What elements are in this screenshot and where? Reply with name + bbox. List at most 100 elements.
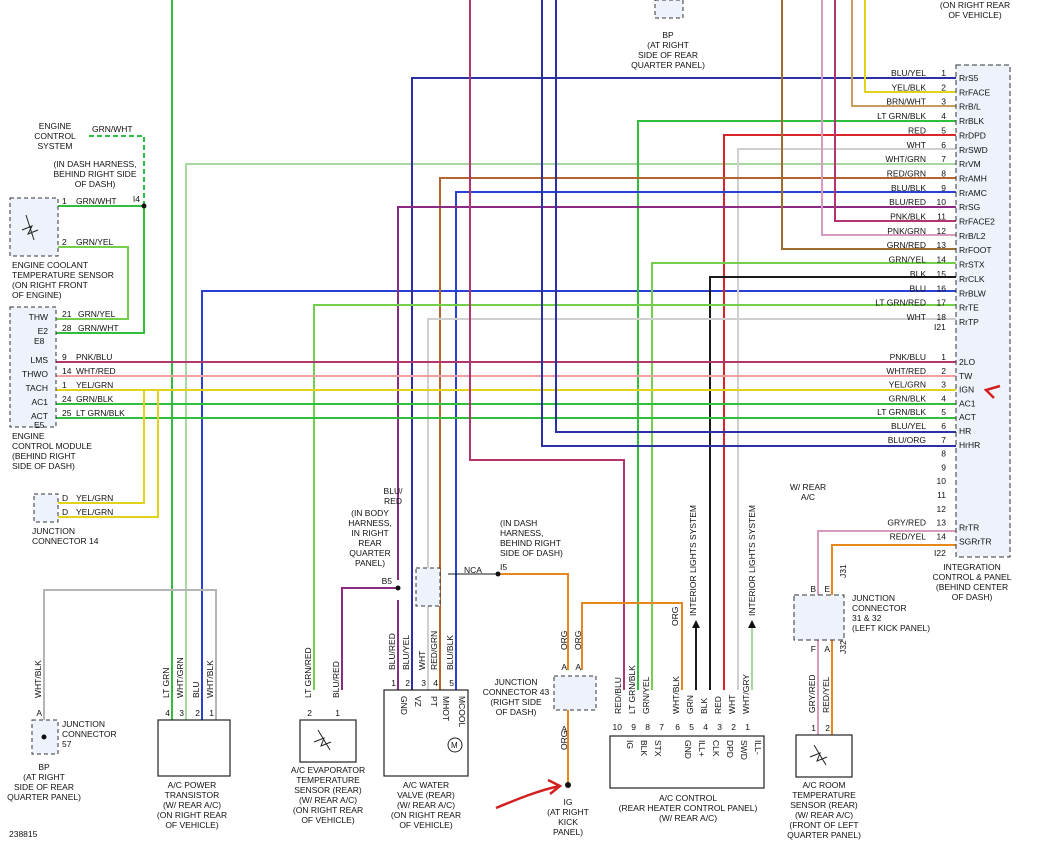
jc3132-label-line-0: JUNCTION <box>852 593 895 603</box>
i21-wire-13: GRN/RED <box>887 240 926 250</box>
i21-pin-2: 2 <box>941 82 946 92</box>
ac-pin-9: 9 <box>631 722 636 732</box>
ac-wire-4: BLK <box>699 698 709 714</box>
room-thermistor-symbol <box>809 744 828 766</box>
pt-pin-4: 4 <box>165 708 170 718</box>
i21-pin-6: 6 <box>941 140 946 150</box>
power-transistor-label-line-3: (ON RIGHT REAR <box>157 810 227 820</box>
wv-term-5: MCOOL <box>457 696 467 727</box>
wv-pin-1: 1 <box>391 678 396 688</box>
i21-pin-1: 1 <box>941 68 946 78</box>
i22-pin-1: 1 <box>941 352 946 362</box>
wire-blk-rrclk <box>709 276 960 690</box>
room-sensor-label-line-3: (W/ REAR A/C) <box>795 810 853 820</box>
i22-wire-13: GRY/RED <box>887 518 926 528</box>
i22-term-6: HR <box>959 426 971 436</box>
room-sensor-label-line-1: TEMPERATURE <box>792 790 856 800</box>
jc14-pin-0: D <box>62 493 68 503</box>
wv-pin-5: 5 <box>449 678 454 688</box>
ecm-e5-wire-4: LT GRN/BLK <box>76 408 125 418</box>
ecm-e5-pin-4: 25 <box>62 408 72 418</box>
pt-wire-1: WHT/BLK <box>205 660 215 698</box>
i21-wire-6: WHT <box>907 140 926 150</box>
right-rear-top-label-line-0: (ON RIGHT REAR <box>940 0 1010 10</box>
ac-pin-7: 7 <box>659 722 664 732</box>
nca-label: NCA <box>464 565 482 575</box>
ig-label-line-3: PANEL) <box>553 827 583 837</box>
ecm-e5-term-1: THWO <box>22 369 48 379</box>
wv-wire-5: BLU/BLK <box>445 635 455 670</box>
jc3132-label-line-2: 31 & 32 <box>852 613 882 623</box>
ils-label-1: INTERIOR LIGHTS SYSTEM <box>688 505 698 616</box>
evap-wire-1: BLU/RED <box>331 661 341 698</box>
right-rear-top-label-line-1: OF VEHICLE) <box>948 10 1002 20</box>
i21-term-18: RrTP <box>959 317 979 327</box>
annotation-arrow-ign <box>983 384 1001 399</box>
wire-red-grn-rramh <box>439 177 960 690</box>
i22-term-1: 2LO <box>959 357 975 367</box>
conn-e8: E8 <box>34 336 45 346</box>
i21-wire-16: BLU <box>909 283 926 293</box>
ect-label-line-1: TEMPERATURE SENSOR <box>12 270 114 280</box>
jc3132-box <box>793 594 845 641</box>
i22-pin-10: 10 <box>937 476 947 486</box>
ac-wire-1: WHT/GRY <box>741 674 751 714</box>
rs-pin-1: 1 <box>811 723 816 733</box>
body-harness-label-line-5: PANEL) <box>355 558 385 568</box>
i22-pin-5: 5 <box>941 407 946 417</box>
wire-yel-grn-jc14-b <box>58 390 159 518</box>
ecs-wire-label: GRN/WHT <box>92 124 133 134</box>
room-sensor-box <box>795 734 853 778</box>
ac-wire-10: RED/BLU <box>613 677 623 714</box>
jc43-pin-1: A <box>575 662 581 672</box>
wire-wht-rrtp <box>427 318 960 580</box>
jc57-label-line-1: CONNECTOR <box>62 729 117 739</box>
ect-label-line-3: OF ENGINE) <box>12 290 62 300</box>
ig-label-line-2: KICK <box>558 817 578 827</box>
i21-term-8: RrAMH <box>959 173 987 183</box>
jc3132-label-line-1: CONNECTOR <box>852 603 907 613</box>
i21-pin-10: 10 <box>937 197 947 207</box>
i21-pin-9: 9 <box>941 183 946 193</box>
i22-pin-12: 12 <box>937 504 947 514</box>
jc43-label-line-0: JUNCTION <box>495 677 538 687</box>
i21-wire-1: BLU/YEL <box>891 68 926 78</box>
i22-term-4: AC1 <box>959 398 976 408</box>
integration-label-line-0: INTEGRATION <box>943 562 1000 572</box>
i21-term-7: RrVM <box>959 159 981 169</box>
conn-i5: I5 <box>500 562 507 572</box>
ac-pin-10: 10 <box>613 722 623 732</box>
ac-pin-6: 6 <box>675 722 680 732</box>
ecm-e5-term-3: AC1 <box>31 397 48 407</box>
evap-label-line-2: SENSOR (REAR) <box>294 785 362 795</box>
pt-pin-1: 1 <box>209 708 214 718</box>
bp-top-label-line-0: BP <box>662 30 674 40</box>
in-dash2-label-line-1: HARNESS, <box>500 528 543 538</box>
i21-term-2: RrFACE <box>959 87 991 97</box>
conn-i4: I4 <box>133 194 140 204</box>
jc3132-label-line-3: (LEFT KICK PANEL) <box>852 623 930 633</box>
jc57-pin: A <box>36 708 42 718</box>
blu-red-vert-label-line-0: BLU/ <box>384 486 404 496</box>
i21-wire-11: PNK/BLK <box>890 212 926 222</box>
i22-pin-8: 8 <box>941 449 946 459</box>
water-valve-label-line-1: VALVE (REAR) <box>397 790 455 800</box>
i22-pin-11: 11 <box>937 490 946 500</box>
wv-term-4: MHOT <box>441 696 451 721</box>
wire-lt-grn-blk-rrblk <box>637 120 960 690</box>
ect-thermistor-symbol <box>21 214 39 241</box>
i22-wire-7: BLU/ORG <box>888 435 926 445</box>
wire-grn-yel-rrstx <box>651 262 960 690</box>
i21-term-12: RrB/L2 <box>959 231 986 241</box>
i21-wire-2: YEL/BLK <box>892 82 927 92</box>
dot-i5 <box>495 571 501 577</box>
ecm-e5-term-4: ACT <box>31 411 48 421</box>
i21-term-17: RrTE <box>959 303 979 313</box>
i22-wire-4: GRN/BLK <box>889 393 927 403</box>
bp-top-label-line-1: (AT RIGHT <box>647 40 689 50</box>
i21-term-5: RrDPD <box>959 130 986 140</box>
diagram-id: 238815 <box>9 829 38 839</box>
ecm-label-line-0: ENGINE <box>12 431 45 441</box>
ecm-e8-term-0: THW <box>29 312 48 322</box>
evap-pin-1: 1 <box>335 708 340 718</box>
